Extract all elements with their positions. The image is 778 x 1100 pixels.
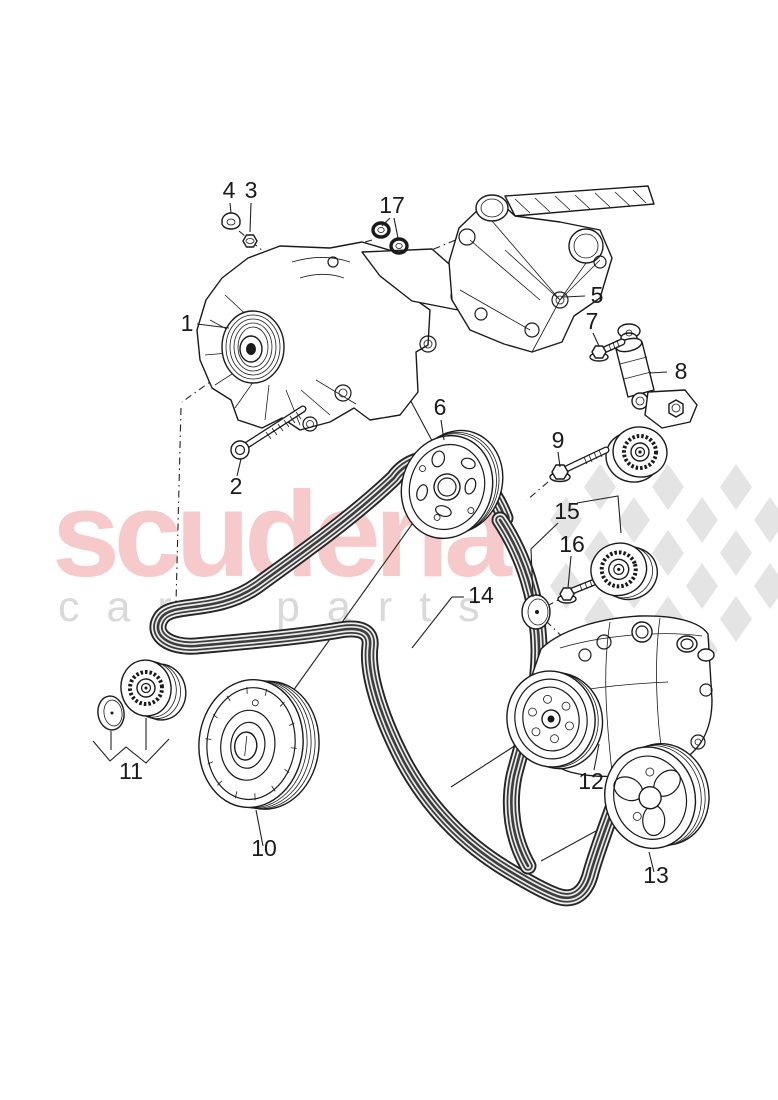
pulley-13-illustration — [604, 742, 710, 850]
idler-11-illustration — [92, 659, 187, 764]
callout-9: 9 — [552, 427, 565, 453]
callout-5: 5 — [591, 282, 604, 308]
pulley-6-illustration — [400, 429, 504, 540]
callout-11: 11 — [119, 758, 143, 784]
callout-4: 4 — [223, 177, 236, 203]
idler-15-illustration — [521, 542, 658, 630]
callout-12: 12 — [578, 768, 604, 794]
callout-14: 14 — [468, 582, 494, 608]
callout-10: 10 — [251, 835, 277, 861]
callout-16: 16 — [559, 531, 585, 557]
callout-8: 8 — [675, 358, 688, 384]
callout-13: 13 — [643, 862, 669, 888]
bracket-illustration — [448, 185, 655, 353]
callout-17: 17 — [379, 192, 405, 218]
callout-2: 2 — [230, 473, 243, 499]
callout-15: 15 — [554, 498, 580, 524]
bolt-16-illustration — [557, 577, 601, 604]
seal-washers-17-illustration — [371, 221, 409, 255]
crankshaft-pulley-10-illustration — [198, 679, 320, 810]
callout-1: 1 — [181, 310, 194, 336]
bolt-9-illustration — [549, 446, 610, 483]
alternator-illustration — [196, 241, 473, 432]
watermark-tagline-parts: parts — [276, 583, 507, 631]
bolt-2-illustration — [230, 405, 307, 460]
leader-lines — [196, 202, 668, 873]
compressor-12-illustration — [506, 615, 715, 778]
callout-3: 3 — [245, 177, 258, 203]
nut-3-illustration — [242, 234, 258, 248]
callout-6: 6 — [434, 394, 447, 420]
tensioner-illustration — [605, 323, 698, 483]
callout-7: 7 — [586, 308, 599, 334]
cap-nut-4-illustration — [221, 212, 241, 230]
bolt-7-illustration — [589, 338, 626, 362]
